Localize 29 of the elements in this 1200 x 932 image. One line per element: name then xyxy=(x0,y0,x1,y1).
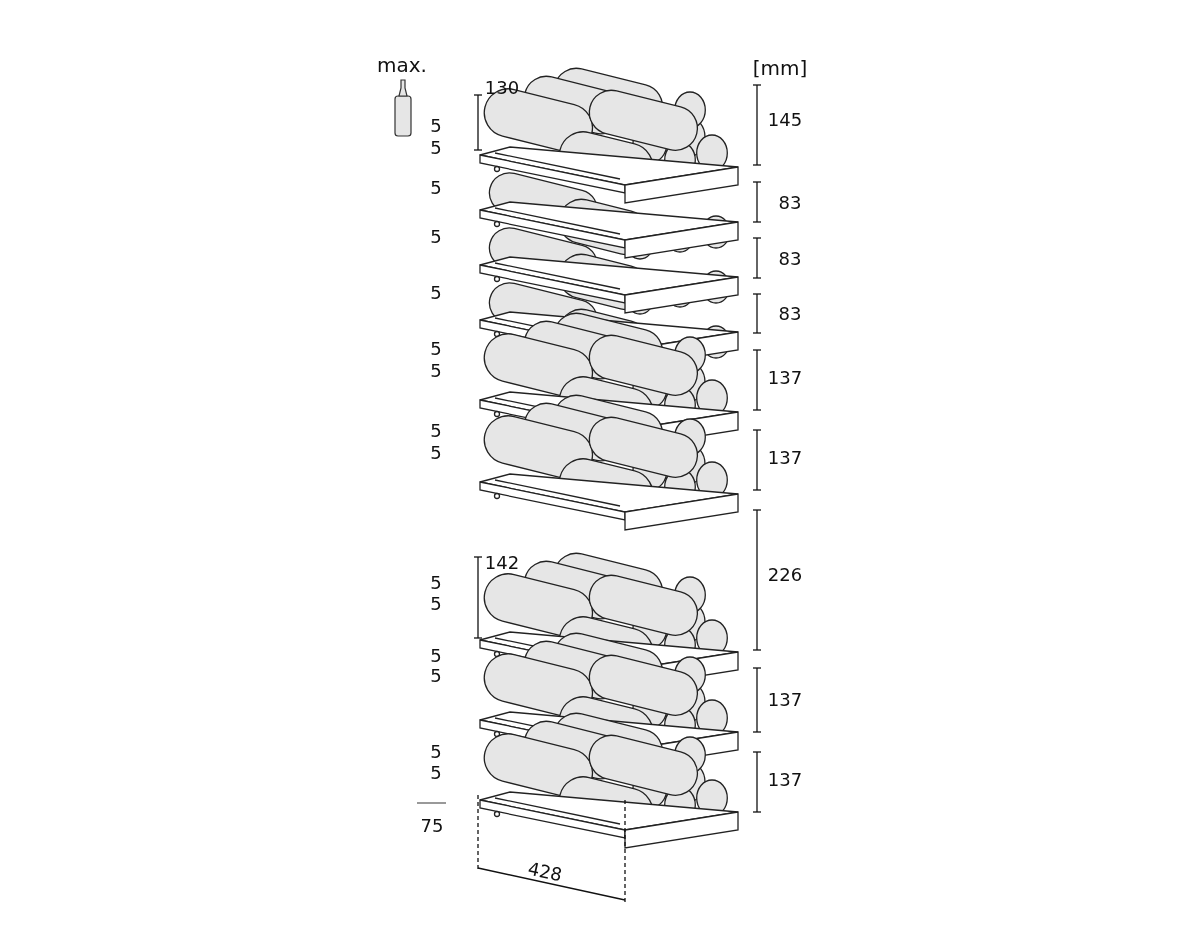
dimension-value: 428 xyxy=(526,859,564,885)
max-label: max. xyxy=(377,55,427,75)
dimension-value: 5 xyxy=(430,595,442,613)
dimension-value: 83 xyxy=(778,194,802,212)
dimension-value: 5 xyxy=(430,340,442,358)
dimension-value: 5 xyxy=(430,444,442,462)
dimension-value: 137 xyxy=(767,771,803,789)
dimension-value: 5 xyxy=(430,422,442,440)
dimension-value: 5 xyxy=(430,179,442,197)
dimension-value: 83 xyxy=(778,250,802,268)
dimension-value: 145 xyxy=(767,111,803,129)
dimension-value: 5 xyxy=(430,647,442,665)
dimension-value: 137 xyxy=(767,449,803,467)
dimension-value: 226 xyxy=(767,566,803,584)
dimension-value: 75 xyxy=(420,817,444,835)
dimension-value: 137 xyxy=(767,369,803,387)
dimension-value: 5 xyxy=(430,117,442,135)
unit-label: [mm] xyxy=(752,58,808,78)
dimension-value: 5 xyxy=(430,139,442,157)
dimension-value: 5 xyxy=(430,284,442,302)
dimension-value: 83 xyxy=(778,305,802,323)
dimension-value: 5 xyxy=(430,667,442,685)
dimension-value: 5 xyxy=(430,362,442,380)
dimension-value: 5 xyxy=(430,228,442,246)
dimension-value: 137 xyxy=(767,691,803,709)
dimension-value: 5 xyxy=(430,743,442,761)
dimension-value: 5 xyxy=(430,764,442,782)
dimension-value: 5 xyxy=(430,574,442,592)
dimension-value: 142 xyxy=(484,554,520,572)
